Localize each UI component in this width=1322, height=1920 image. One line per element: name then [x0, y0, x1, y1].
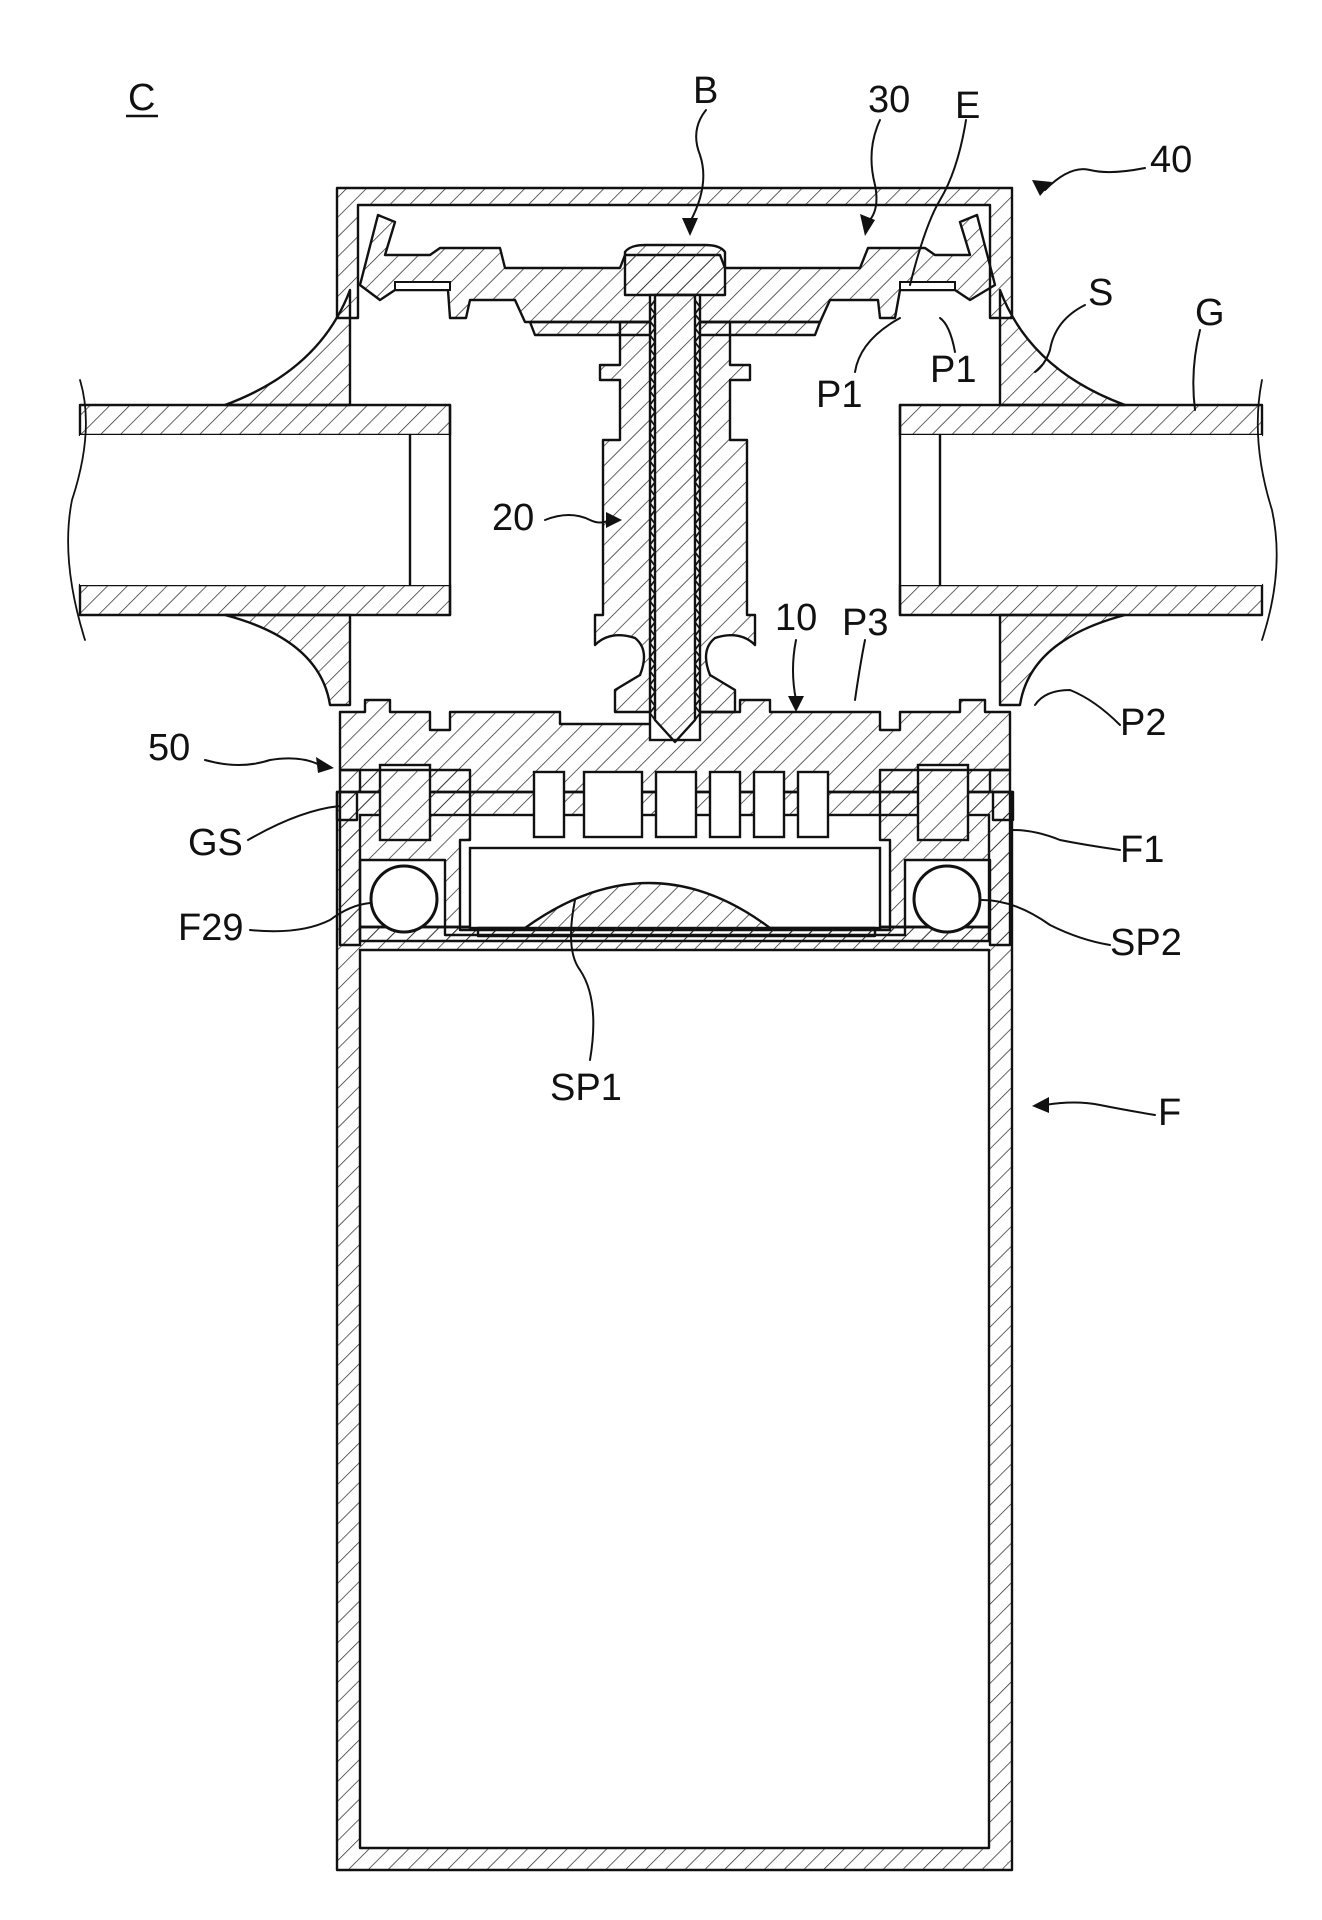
leader-lines — [204, 109, 1201, 1116]
round-spring-left — [369, 864, 439, 934]
label-p2: P2 — [1120, 702, 1166, 744]
frame-tube — [335, 790, 1014, 1872]
label-gasket: GS — [188, 822, 243, 864]
label-p3: P3 — [842, 602, 888, 644]
reference-labels: C B 30 E 40 S G P1 P1 20 10 P3 P2 50 GS … — [126, 70, 1225, 1134]
bolt-thread — [648, 299, 702, 721]
label-recess: E — [955, 85, 980, 127]
cover-cap — [335, 186, 1014, 320]
label-bolt: B — [693, 70, 718, 112]
label-p1-left: P1 — [816, 374, 862, 416]
label-connector: 20 — [492, 497, 534, 539]
label-p1-right: P1 — [930, 349, 976, 391]
label-groove: F29 — [178, 907, 243, 949]
label-gasket-frame: 50 — [148, 727, 190, 769]
lower-chamber — [338, 768, 1012, 947]
label-spring1: SP1 — [550, 1067, 622, 1109]
label-frame: F — [1158, 1092, 1181, 1134]
bolt — [623, 243, 727, 744]
label-cover: 40 — [1150, 139, 1192, 181]
label-glass: G — [1195, 292, 1225, 334]
glass-right — [898, 379, 1278, 641]
round-spring-right — [912, 864, 982, 934]
glass-left — [67, 379, 452, 641]
label-spring2: SP2 — [1110, 922, 1182, 964]
leaf-spring — [476, 881, 877, 938]
label-base-member: 10 — [775, 597, 817, 639]
label-seal: S — [1088, 272, 1113, 314]
label-view: C — [128, 77, 155, 119]
label-cap-member: 30 — [868, 79, 910, 121]
label-frame-top: F1 — [1120, 829, 1164, 871]
